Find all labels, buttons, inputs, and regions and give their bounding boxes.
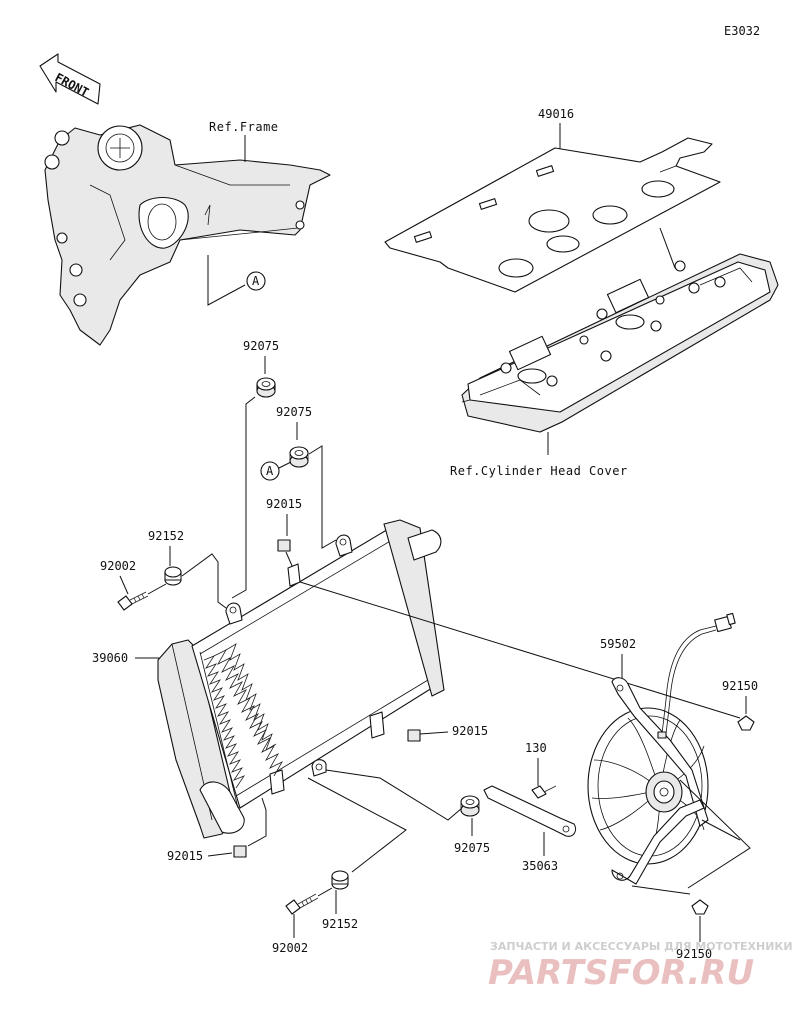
ref-marker-a-mid — [260, 461, 280, 481]
label-92002-left: 92002 — [100, 559, 136, 573]
label-92075-second: 92075 — [276, 405, 312, 419]
label-39060: 39060 — [92, 651, 128, 665]
marker-a-mid: A — [266, 464, 274, 478]
watermark-brand: PARTSFOR.RU — [488, 953, 754, 993]
bolt-92150-bottom — [691, 899, 709, 915]
bolt-130 — [531, 785, 557, 799]
radiator-fins — [199, 643, 284, 809]
bracket-35063 — [483, 785, 577, 837]
label-130: 130 — [525, 741, 547, 755]
cylinder-head-cover — [461, 253, 779, 433]
grommet-92075-top — [256, 377, 276, 398]
label-92075-top: 92075 — [243, 339, 279, 353]
bolt-92002-left — [117, 591, 149, 611]
ref-marker-a-top — [246, 271, 266, 291]
grommet-92075-second — [289, 446, 309, 468]
watermark: ЗАПЧАСТИ И АКСЕССУАРЫ ДЛЯ МОТОТЕХНИКИ PA… — [488, 940, 793, 993]
diagram-code: E3032 — [724, 24, 760, 38]
plate-49016 — [384, 137, 721, 293]
label-92015-top: 92015 — [266, 497, 302, 511]
label-92015-mid: 92015 — [452, 724, 488, 738]
bolt-92150-top — [737, 715, 755, 731]
bolt-92002-bottom — [285, 893, 319, 915]
label-92150-top: 92150 — [722, 679, 758, 693]
radiator-39060 — [157, 519, 445, 839]
label-35063: 35063 — [522, 859, 558, 873]
label-49016: 49016 — [538, 107, 574, 121]
ref-cylinder-head-cover-label: Ref.Cylinder Head Cover — [450, 464, 628, 478]
grommet-92075-bottom — [460, 795, 480, 817]
marker-a-top: A — [252, 274, 260, 288]
label-92152-left: 92152 — [148, 529, 184, 543]
front-arrow-icon: FRONT — [39, 53, 101, 105]
clip-92015-bottom — [233, 845, 247, 858]
ref-frame-label: Ref.Frame — [209, 120, 279, 134]
clip-92015-mid — [407, 729, 421, 742]
label-59502: 59502 — [600, 637, 636, 651]
label-92152-bottom: 92152 — [322, 917, 358, 931]
label-92075-bottom: 92075 — [454, 841, 490, 855]
label-92002-bottom: 92002 — [272, 941, 308, 955]
frame-part — [44, 124, 331, 346]
collar-92152-left — [164, 566, 182, 586]
label-92150-bottom: 92150 — [676, 947, 712, 961]
fan-59502 — [587, 612, 736, 885]
watermark-subtitle: ЗАПЧАСТИ И АКСЕССУАРЫ ДЛЯ МОТОТЕХНИКИ — [490, 940, 793, 953]
collar-92152-bottom — [331, 870, 349, 890]
label-92015-bottom: 92015 — [167, 849, 203, 863]
clip-92015-top — [277, 539, 291, 552]
